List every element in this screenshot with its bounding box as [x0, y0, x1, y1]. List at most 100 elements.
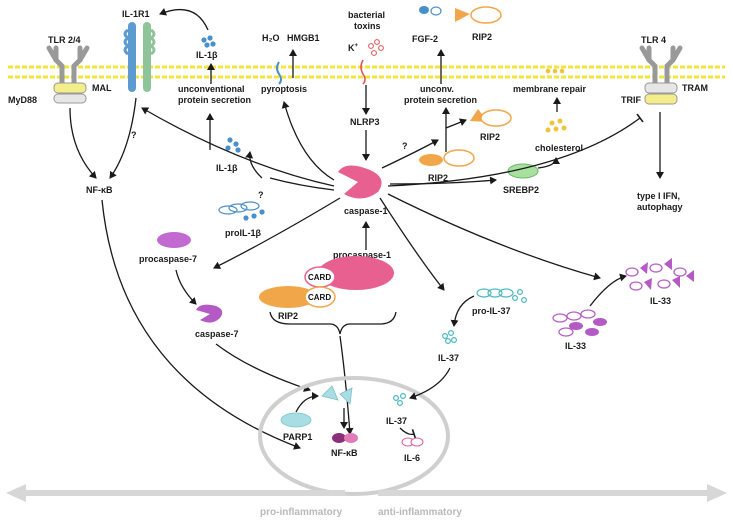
- inflammation-axis: [6, 484, 727, 502]
- membrane-repair-label: membrane repair: [513, 84, 587, 94]
- caspase7-label: caspase-7: [195, 329, 239, 339]
- bacterial-toxins-line2: toxins: [354, 21, 381, 31]
- fgf2-label: FGF-2: [412, 34, 438, 44]
- arrow-casp7-to-nucleus: [215, 343, 311, 392]
- tlr24-label: TLR 2/4: [48, 35, 81, 45]
- proil1b-label: proIL-1β: [225, 228, 261, 238]
- nfkb-nucleus-icon: [332, 433, 358, 443]
- myd88-label: MyD88: [8, 95, 37, 105]
- pyroptosis-label: pyroptosis: [261, 84, 307, 94]
- il1r1-receptor: [123, 22, 156, 92]
- arrow-caspase-to-il33: [387, 193, 601, 281]
- pro-il37-label: pro-IL-37: [472, 306, 511, 316]
- arrow-il37-to-nucleus: [409, 367, 451, 400]
- rip2-complex-label: RIP2: [278, 311, 298, 321]
- rip2-top-label: RIP2: [472, 32, 492, 42]
- unconv-line1: unconv.: [420, 84, 454, 94]
- parp1-label: PARP1: [283, 432, 312, 442]
- il33-left-label: IL-33: [565, 341, 586, 351]
- procaspase1-label: procaspase-1: [333, 250, 391, 260]
- arrow-il1r1-to-nfkb: [109, 97, 137, 179]
- arrow-caspase-to-il1r1: [141, 107, 335, 187]
- cell-membrane: [8, 65, 725, 79]
- il1b-mid-label: IL-1β: [216, 163, 238, 173]
- rip2-mid-label: RIP2: [428, 173, 448, 183]
- arrow-caspase-to-srebp2: [389, 176, 497, 185]
- rip2-complex-small: [419, 149, 475, 167]
- arrow-parp1-cleave: [295, 392, 319, 413]
- arrow-caspase-to-caspase7: [213, 197, 341, 269]
- arrow-proil37-to-il37: [450, 295, 475, 327]
- procaspase1-complex: [259, 256, 394, 308]
- arrow-procasp7-to-casp7: [175, 269, 197, 305]
- tram-label: TRAM: [682, 83, 708, 93]
- srebp2-label: SREBP2: [503, 185, 539, 195]
- anti-inflammatory-label: anti-inflammatory: [378, 507, 462, 518]
- fgf2-icon: [419, 6, 442, 16]
- nfkb-nucleus-label: NF-κB: [331, 448, 358, 458]
- caspase1-icon: [338, 165, 382, 199]
- card-label-1: CARD: [308, 273, 331, 282]
- k-ions-dots: [368, 39, 384, 56]
- unconventional-line2: protein secretion: [178, 95, 251, 105]
- toxin-pore-icon: [360, 59, 366, 85]
- cholesterol-membrane-dots: [545, 68, 565, 74]
- arrow-caspase-to-proil1b: [269, 177, 335, 191]
- unconv-line2: protein secretion: [404, 95, 477, 105]
- parp1-cleaved-icon: [321, 385, 353, 405]
- arrow-caspase-to-rip2: [381, 139, 439, 169]
- inhibit-il37-to-il6: [399, 427, 417, 439]
- arrow-complex-to-nfkb: [339, 335, 354, 435]
- nucleus-outline: [258, 376, 450, 496]
- arrow-proil1b-to-il1b: [245, 151, 263, 179]
- procaspase7-label: procaspase-7: [139, 254, 197, 264]
- arrow-srebp2-to-cholesterol: [537, 157, 560, 169]
- bacterial-toxins-line1: bacterial: [348, 10, 385, 20]
- il33-right-icon: [625, 258, 694, 291]
- card-label-2: CARD: [308, 293, 331, 302]
- rip2-mid-icon: [470, 109, 512, 127]
- nfkb-left-label: NF-κB: [86, 185, 113, 195]
- k-plus-label: K+: [348, 43, 359, 53]
- trif-label: TRIF: [621, 95, 641, 105]
- il33-left-icon: [552, 309, 607, 337]
- arrow-il33-cleave: [589, 273, 627, 307]
- arrow-rip2-to-rip2: [445, 118, 467, 152]
- pro-inflammatory-label: pro-inflammatory: [260, 507, 343, 518]
- tlr4-label: TLR 4: [641, 35, 666, 45]
- caspase7-icon: [196, 304, 223, 323]
- type1ifn-line1: type I IFN,: [637, 191, 680, 201]
- procaspase7-icon: [157, 232, 191, 248]
- il1b-mid-dots: [225, 137, 241, 153]
- question-mark-center: ?: [258, 190, 264, 200]
- il37-nucleus-dots: [393, 393, 407, 407]
- il37-nucleus-label: IL-37: [386, 416, 407, 426]
- il33-right-label: IL-33: [650, 296, 671, 306]
- il1b-top-label: IL-1β: [196, 50, 218, 60]
- srebp2-icon: [507, 163, 539, 179]
- hmgb1-label: HMGB1: [287, 33, 320, 43]
- cholesterol-label: cholesterol: [535, 143, 583, 153]
- unconventional-line1: unconventional: [178, 84, 245, 94]
- h2o-label: H₂O: [262, 33, 280, 43]
- arrow-myd88-to-nfkb: [69, 107, 97, 179]
- type1ifn-line2: autophagy: [637, 202, 683, 212]
- rip2-right-label: RIP2: [480, 132, 500, 142]
- pro-il37-icon: [476, 288, 527, 304]
- cholesterol-dots: [545, 118, 567, 133]
- il6-label: IL-6: [404, 453, 420, 463]
- arrow-nfkb-to-nucleus: [101, 199, 301, 450]
- rip2-top-icon: [455, 6, 502, 24]
- question-mark-right: ?: [402, 141, 408, 151]
- question-mark-left: ?: [131, 130, 137, 140]
- tlr4-receptor: [639, 45, 683, 105]
- arrow-caspase-to-proil37: [379, 197, 445, 291]
- il1r1-label: IL-1R1: [122, 9, 150, 19]
- il6-icon: [401, 437, 424, 447]
- mal-label: MAL: [92, 83, 112, 93]
- caspase1-label: caspase-1: [344, 206, 388, 216]
- il37-dots: [442, 330, 458, 345]
- il1b-top-dots: [201, 35, 216, 48]
